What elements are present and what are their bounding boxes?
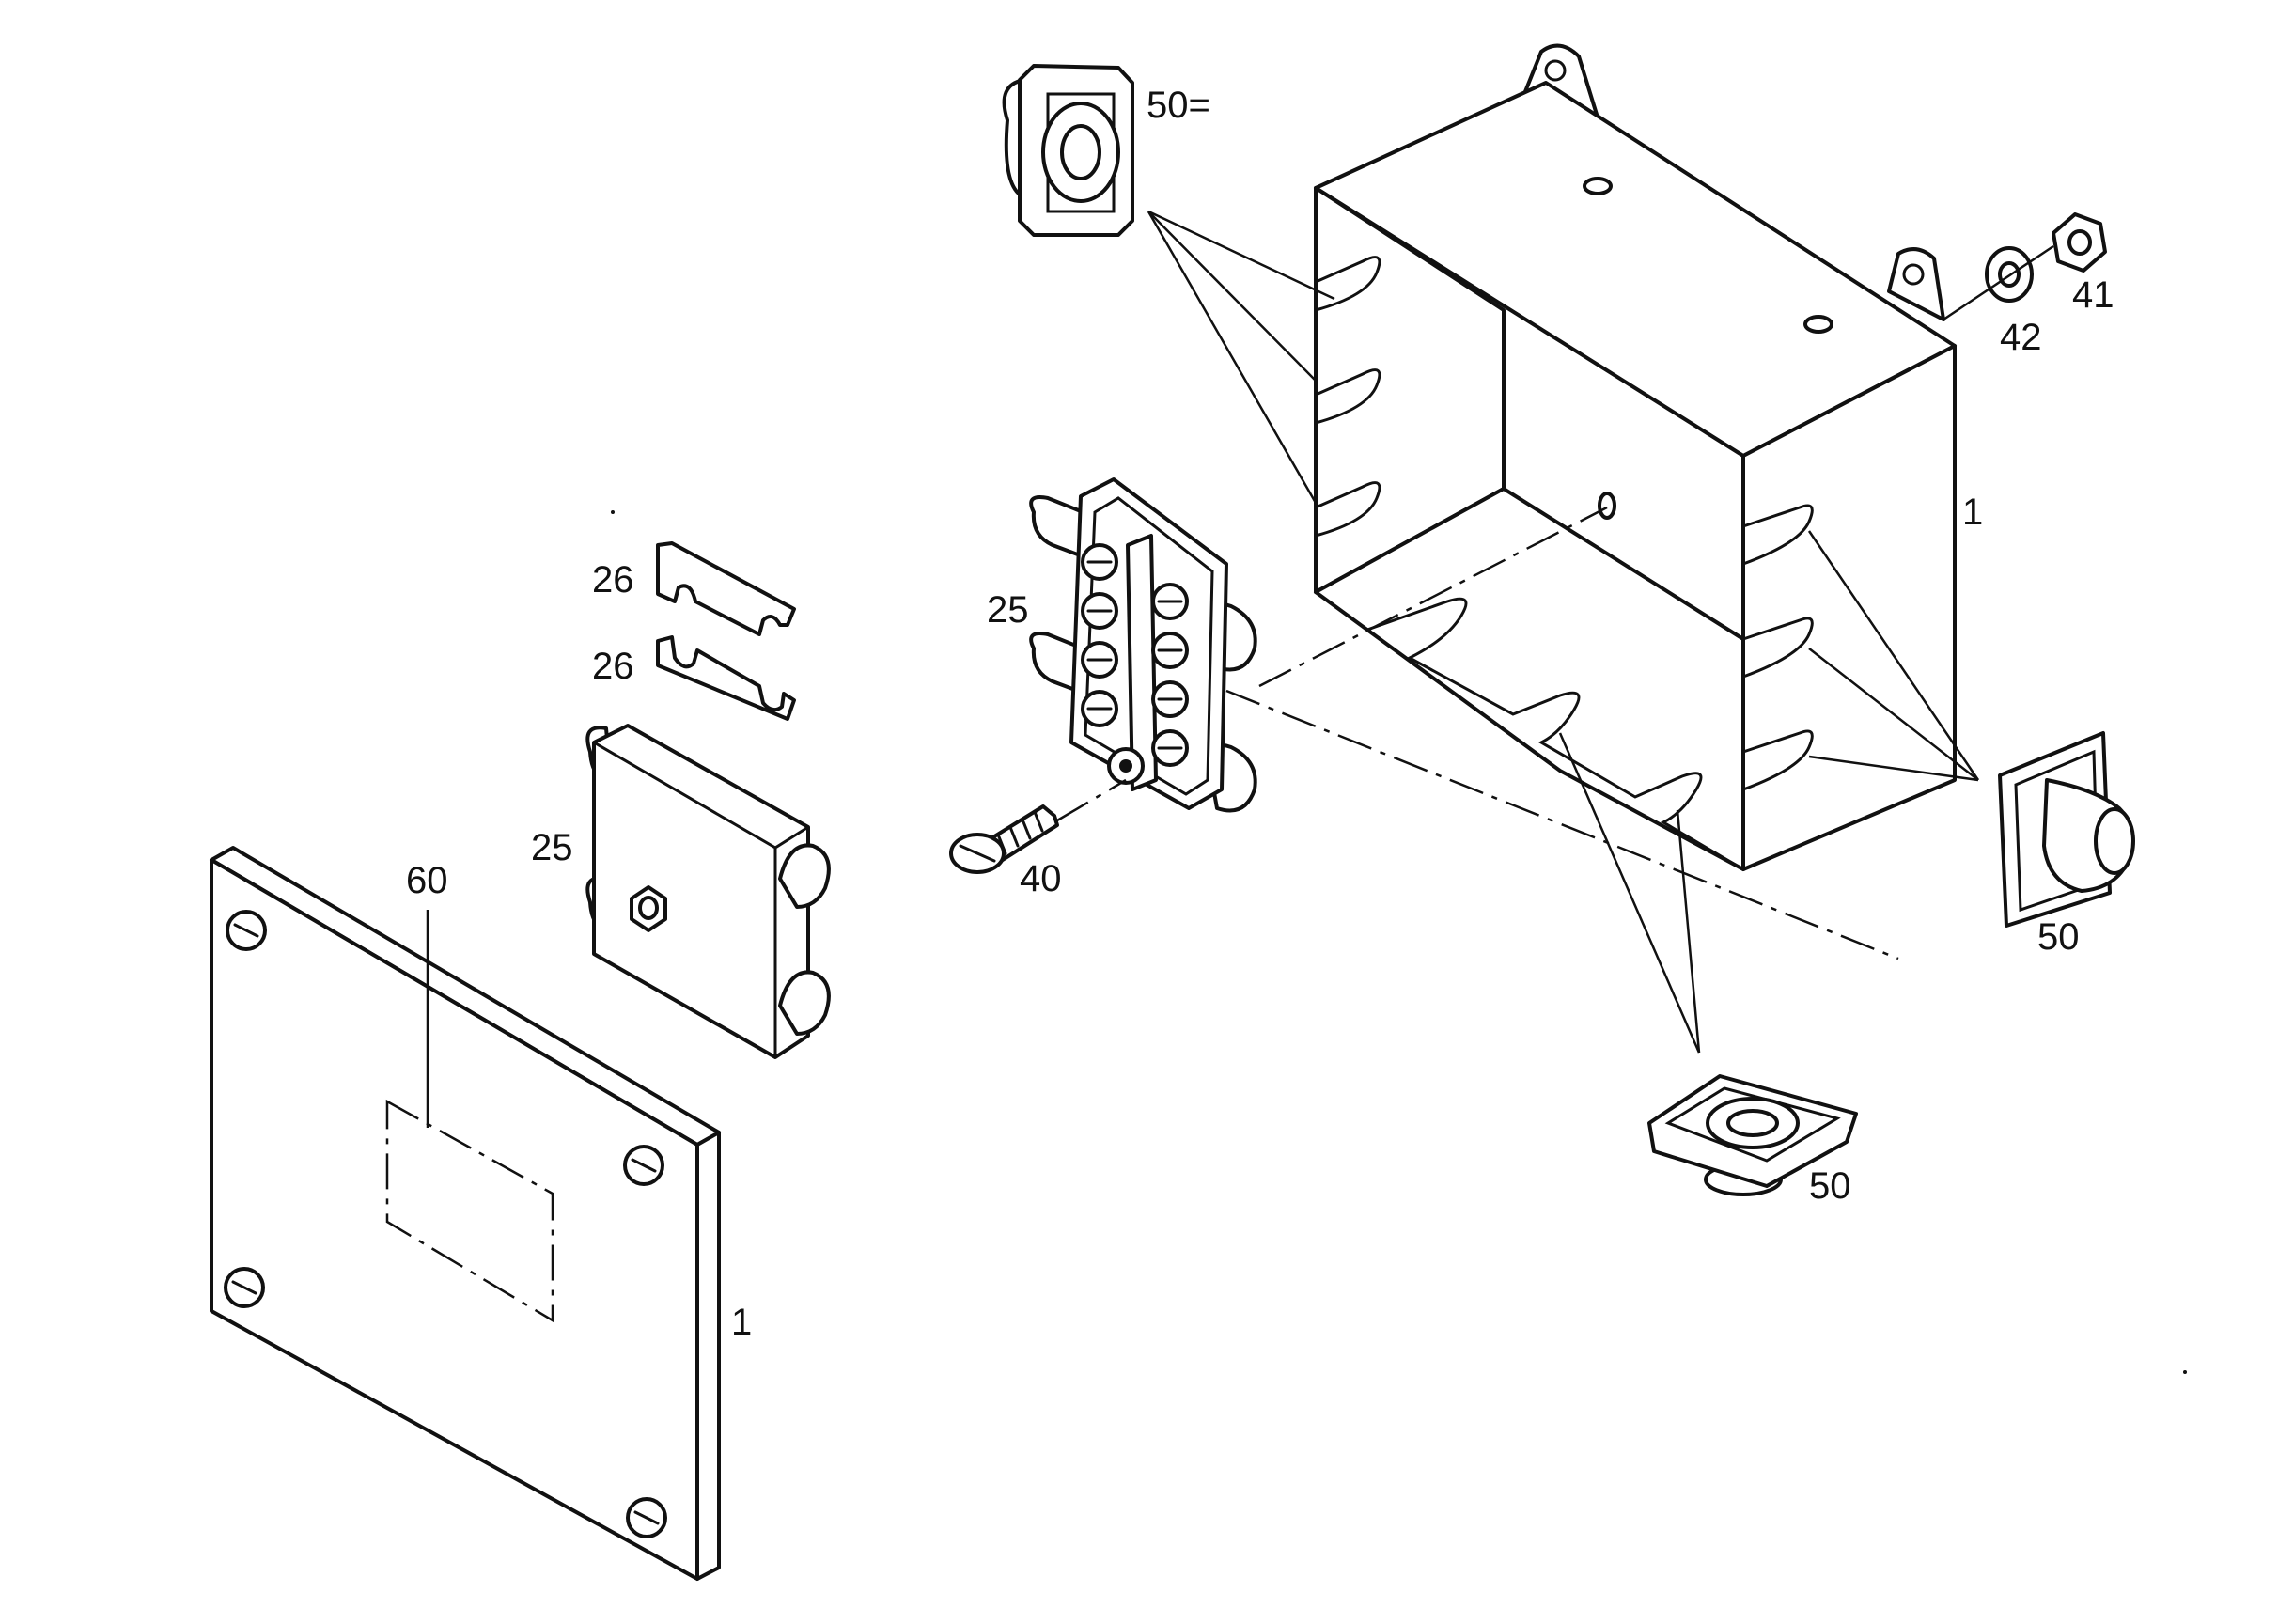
scan-speck — [611, 510, 615, 514]
screw-axis — [1056, 778, 1127, 822]
insulating-strip-upper — [656, 541, 796, 636]
grommet-right — [1998, 731, 2135, 928]
grommet-top — [1002, 64, 1134, 237]
stud-axis-leader — [1943, 244, 2054, 321]
junction-box-housing — [1314, 43, 1957, 871]
mounting-screw — [949, 804, 1059, 874]
callout-labels: 50= 1 42 41 26 26 25 25 40 60 1 50 50 — [406, 85, 2114, 1343]
bottom-flange-slots — [1365, 597, 1745, 871]
callout-grommet-right: 50 — [2037, 916, 2080, 958]
grommet-right-leaders — [1807, 530, 1980, 782]
callout-nameplate: 60 — [406, 860, 448, 901]
hex-nut — [2052, 212, 2107, 273]
cover-screws — [224, 910, 667, 1538]
left-wall-slots — [1314, 256, 1381, 538]
scan-speck — [2183, 1370, 2187, 1374]
terminal-screws — [1081, 543, 1189, 767]
cover-plate — [210, 846, 721, 1581]
terminal-block-open — [1029, 477, 1257, 813]
callout-terminal-block-cover: 25 — [531, 827, 573, 868]
terminal-block-cover — [585, 724, 831, 1059]
nameplate-area — [385, 1099, 554, 1323]
callout-grommet-bottom: 50 — [1809, 1165, 1851, 1207]
callout-screw: 40 — [1020, 858, 1062, 899]
callout-nut: 41 — [2072, 274, 2114, 316]
callout-box-housing: 1 — [1962, 492, 1983, 533]
callout-cover-plate: 1 — [731, 1302, 752, 1343]
box-center-axis — [1225, 689, 1899, 960]
grommet-bottom — [1647, 1074, 1858, 1196]
right-face-slots — [1741, 504, 1814, 791]
grommet-top-leaders — [1147, 210, 1335, 504]
callout-grommet-top: 50= — [1147, 85, 1210, 126]
callout-strip-upper: 26 — [592, 559, 634, 601]
insulating-strip-lower — [656, 635, 796, 721]
grommet-bottom-leaders — [1558, 732, 1701, 1054]
callout-washer: 42 — [2000, 317, 2042, 358]
callout-strip-lower: 26 — [592, 646, 634, 687]
callout-terminal-block-open: 25 — [987, 589, 1029, 631]
block-to-box-axis — [1258, 506, 1608, 688]
